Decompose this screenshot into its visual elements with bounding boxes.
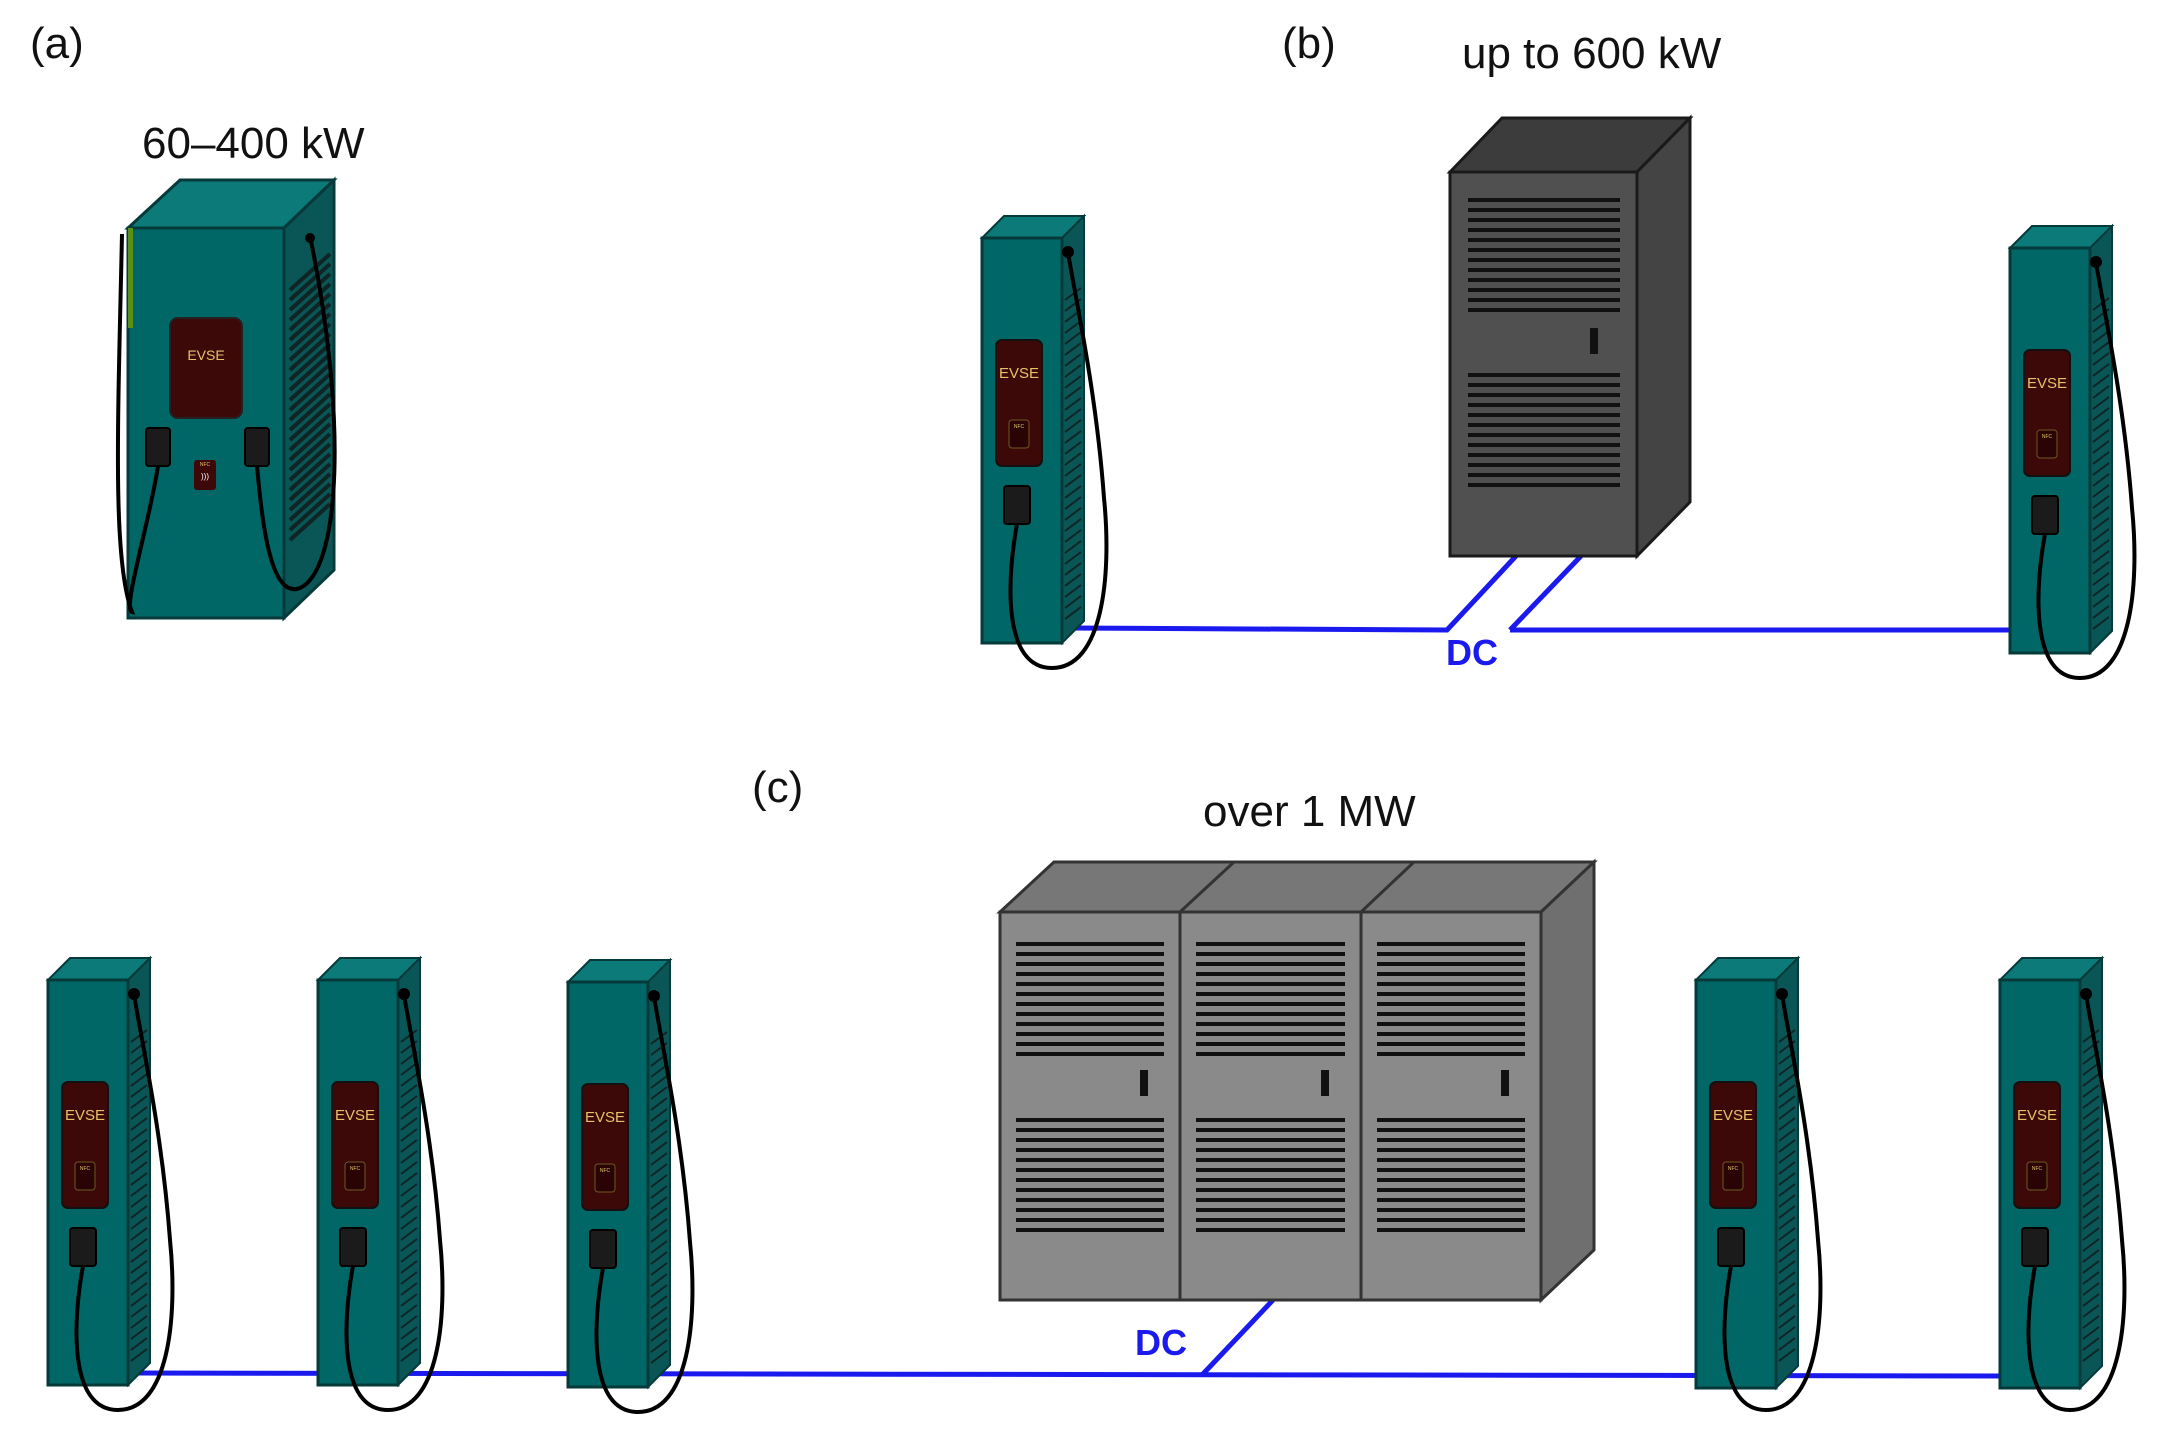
cabinet-b-side (1635, 114, 1692, 560)
charger-display-text: EVSE (65, 1107, 105, 1124)
charger-display-text: EVSE (585, 1109, 625, 1126)
charger-display (1709, 1081, 1757, 1209)
charging-cable-icon (255, 235, 337, 592)
charging-plug-icon (2031, 495, 2059, 535)
charger-c-3: EVSE NFC (565, 957, 695, 1415)
charger-display (581, 1083, 629, 1211)
svg-text:NFC: NFC (200, 462, 211, 468)
nfc-label: NFC (350, 1166, 361, 1172)
panel-c-power: over 1 MW (1203, 787, 1416, 836)
charger-c-4: EVSE NFC (1693, 955, 1823, 1413)
cabinet-c-top (996, 860, 1598, 914)
charging-plug-icon (2021, 1227, 2049, 1267)
nfc-reader-icon (74, 1161, 96, 1191)
nfc-reader-icon (2036, 429, 2058, 459)
nfc-reader-icon (594, 1163, 616, 1193)
dc-bus-b (1069, 554, 2015, 633)
charger-display-text: EVSE (1713, 1107, 1753, 1124)
charger-b-left: EVSE NFC (979, 213, 1109, 671)
charging-cable-icon (2026, 993, 2127, 1413)
nfc-label: NFC (2032, 1166, 2043, 1172)
panel-a-power: 60–400 kW (142, 119, 365, 168)
charging-cable-icon (74, 993, 175, 1413)
charger-group: EVSE NFC EVSE NFC EVSE NFC EVSE NFC EVSE NFC EVSE N… (45, 213, 2137, 1415)
charger-display (61, 1081, 109, 1209)
charging-plug-icon (589, 1229, 617, 1269)
dc-label-b: DC (1446, 632, 1498, 673)
nfc-reader-icon (194, 460, 216, 490)
nfc-reader-icon (344, 1161, 366, 1191)
charger-a-dual-outlet: EVSE NFC ))) (115, 176, 338, 622)
charging-plug-icon (1717, 1227, 1745, 1267)
charger-display (2023, 349, 2071, 477)
charging-plug-icon (69, 1227, 97, 1267)
charger-display-text: EVSE (2027, 375, 2067, 392)
cabinet-c-bay-2 (1178, 910, 1363, 1302)
nfc-label: NFC (2042, 434, 2053, 440)
svg-text:))): ))) (201, 472, 209, 481)
charger-a-display-text: EVSE (187, 347, 224, 363)
charging-plug-icon (145, 427, 171, 467)
charging-plug-icon (339, 1227, 367, 1267)
panel-c-label: (c) (752, 763, 803, 812)
panel-b-power: up to 600 kW (1462, 29, 1722, 78)
nfc-reader-icon (2026, 1161, 2048, 1191)
charger-display (331, 1081, 379, 1209)
nfc-reader-icon (1722, 1161, 1744, 1191)
charger-c-2: EVSE NFC (315, 955, 445, 1413)
charger-display-text: EVSE (999, 365, 1039, 382)
charger-display (995, 339, 1043, 467)
nfc-reader-icon (1008, 419, 1030, 449)
charging-plug-icon (1003, 485, 1031, 525)
charger-display-text: EVSE (2017, 1107, 2057, 1124)
cabinet-c-side (1539, 858, 1596, 1304)
cabinet-b-front (1448, 170, 1639, 558)
charging-cable-icon (2036, 261, 2137, 681)
panel-b-label: (b) (1282, 19, 1336, 68)
dc-bus-c (134, 1298, 2006, 1379)
charging-plug-icon (244, 427, 270, 467)
charger-b-right: EVSE NFC (2007, 223, 2137, 681)
charger-a-display (169, 317, 243, 419)
nfc-label: NFC (1728, 1166, 1739, 1172)
charger-c-5: EVSE NFC (1997, 955, 2127, 1413)
panel-a-label: (a) (30, 19, 84, 68)
charger-a-front (126, 226, 286, 620)
charging-cable-icon (1008, 251, 1109, 671)
power-cabinet-b (1446, 114, 1694, 560)
nfc-label: NFC (80, 1166, 91, 1172)
charger-display (2013, 1081, 2061, 1209)
charging-cable-icon (344, 993, 445, 1413)
charger-display-text: EVSE (335, 1107, 375, 1124)
charging-cable-icon (594, 995, 695, 1415)
charging-cable-icon (115, 233, 160, 615)
nfc-label: NFC (1014, 424, 1025, 430)
cabinet-c-bay-1 (998, 910, 1182, 1302)
charging-cable-icon (1722, 993, 1823, 1413)
cabinet-c-bay-3 (1359, 910, 1543, 1302)
dc-label-c: DC (1135, 1322, 1187, 1363)
power-cabinet-c (996, 858, 1598, 1304)
nfc-label: NFC (600, 1168, 611, 1174)
charger-c-1: EVSE NFC (45, 955, 175, 1413)
